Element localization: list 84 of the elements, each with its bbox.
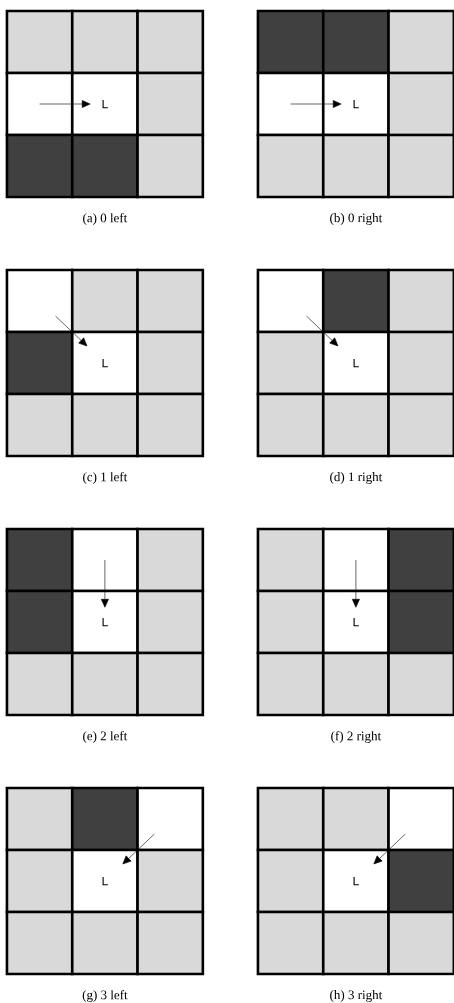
grid-cell (387, 392, 454, 458)
caption: (g) 3 left (82, 990, 128, 1002)
grid-cell (70, 910, 139, 976)
grid-cell (136, 848, 205, 914)
grid-cell (256, 910, 325, 976)
grid-cell: L (321, 589, 390, 655)
arrow (39, 100, 91, 108)
caption: (e) 2 left (83, 731, 128, 743)
grid-cell (256, 589, 325, 655)
grid-cell (321, 910, 390, 976)
grid-cell (70, 133, 139, 199)
grid-cell (136, 910, 205, 976)
grid-cell (256, 651, 325, 717)
grid-cell (136, 527, 205, 593)
grid-cell: L (70, 589, 139, 655)
grid-cell (5, 330, 74, 396)
grid-cell (70, 268, 139, 334)
grid-cell (136, 330, 205, 396)
caption: (c) 1 left (83, 472, 128, 484)
grid-cell (387, 589, 454, 655)
grid-cell (5, 589, 74, 655)
grid-cell (256, 786, 325, 852)
caption: (b) 0 right (330, 213, 383, 225)
grid-cell (256, 71, 325, 137)
grid-cell (256, 848, 325, 914)
grid-cell (136, 71, 205, 137)
grid-cell (5, 71, 74, 137)
grid-cell (387, 651, 454, 717)
grid-cell: L (70, 848, 139, 914)
grid-cell (387, 910, 454, 976)
grid-cell (70, 527, 139, 593)
grid-cell (387, 268, 454, 334)
grid-cell: L (70, 330, 139, 396)
grid-cell (136, 651, 205, 717)
caption: (d) 1 right (330, 472, 383, 484)
grid-cell: L (321, 71, 390, 137)
grid-cell (70, 392, 139, 458)
grid-cell (5, 848, 74, 914)
grid-cell (256, 527, 325, 593)
grid-cell (387, 848, 454, 914)
grid-cell (5, 651, 74, 717)
grid-cell (136, 9, 205, 75)
grid-cell (321, 527, 390, 593)
grid-cell (387, 133, 454, 199)
grid-cell (5, 910, 74, 976)
grid-cell (136, 786, 205, 852)
grid-cell (5, 527, 74, 593)
arrow (101, 559, 109, 608)
grid-cell (321, 268, 390, 334)
grid-cell (256, 330, 325, 396)
grid-cell (256, 133, 325, 199)
grid-cell (136, 133, 205, 199)
grid-cell (387, 527, 454, 593)
caption: (a) 0 left (83, 213, 128, 225)
grid-cell (321, 392, 390, 458)
arrow (351, 559, 360, 608)
arrow (290, 100, 342, 108)
grid-cell (321, 651, 390, 717)
grid-cell (5, 9, 74, 75)
grid-cell (321, 9, 390, 75)
grid-cell (256, 392, 325, 458)
grid-cell: L (321, 330, 390, 396)
grid-cell (387, 786, 454, 852)
grid-cell (321, 133, 390, 199)
grid-cell (321, 786, 390, 852)
caption: (f) 2 right (331, 731, 382, 743)
grid-cell (136, 268, 205, 334)
grid-cell (5, 786, 74, 852)
caption: (h) 3 right (330, 990, 383, 1002)
grid-cell: L (70, 71, 139, 137)
grid-cell (136, 589, 205, 655)
grid-cell (387, 71, 454, 137)
grid-cell (70, 786, 139, 852)
grid-cell (387, 330, 454, 396)
grid-cell (387, 9, 454, 75)
grid-cell (256, 9, 325, 75)
grid-cell (5, 392, 74, 458)
grid-cell: L (321, 848, 390, 914)
grid-cell (5, 133, 74, 199)
grid-cell (136, 392, 205, 458)
grid-cell (256, 268, 325, 334)
grid-cell (5, 268, 74, 334)
grid-cell (70, 651, 139, 717)
grid-cell (70, 9, 139, 75)
